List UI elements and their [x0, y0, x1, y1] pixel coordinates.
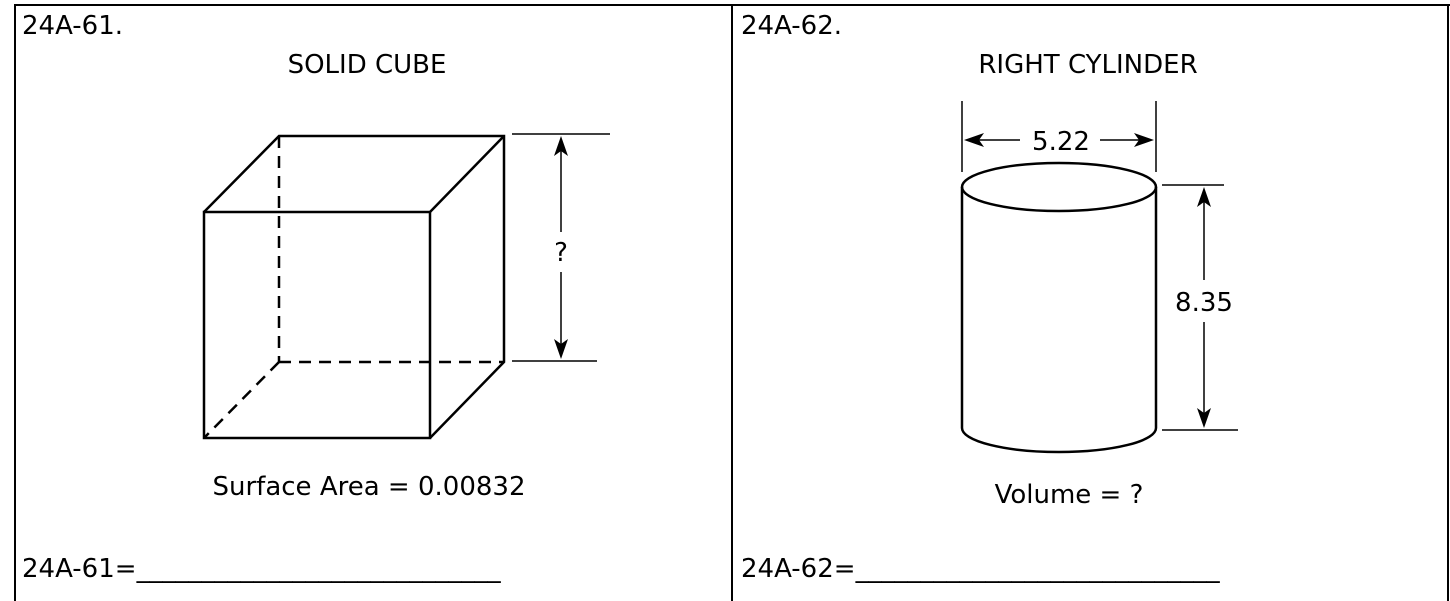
cylinder-top-ellipse: [960, 161, 1158, 213]
given-value: Surface Area = 0.00832: [212, 472, 526, 502]
cylinder-body: [960, 187, 1158, 454]
answer-prompt: 24A-61=: [22, 554, 137, 584]
cylinder-height-label: 8.35: [1175, 288, 1233, 318]
answer-blank[interactable]: ____________________________: [855, 554, 1220, 584]
cube-hidden-edges: [203, 136, 504, 439]
right-border: [1447, 4, 1449, 601]
cylinder-height-arrows: [1197, 187, 1211, 428]
column-divider: [731, 4, 733, 601]
problem-number: 24A-62.: [741, 11, 843, 41]
cube-top-right-edge: [429, 135, 505, 213]
cube-dimension-lines: [512, 133, 610, 362]
cube-edge-label: ?: [554, 238, 568, 268]
problem-heading: RIGHT CYLINDER: [978, 50, 1198, 80]
problem-number: 24A-61.: [22, 11, 124, 41]
given-value: Volume = ?: [994, 480, 1144, 510]
cylinder-height-lines: [1162, 184, 1238, 431]
cube-dimension-arrows: [554, 136, 568, 359]
answer-prompt: 24A-62=: [741, 554, 856, 584]
answer-blank[interactable]: ____________________________: [136, 554, 501, 584]
cylinder-diameter-arrows: [964, 133, 1154, 147]
cube-front-face: [202, 210, 432, 440]
left-border: [14, 4, 16, 601]
answer-line: 24A-62=____________________________: [741, 556, 1220, 582]
cylinder-diameter-label: 5.22: [1032, 127, 1090, 157]
answer-line: 24A-61=____________________________: [22, 556, 501, 582]
problem-heading: SOLID CUBE: [287, 50, 447, 80]
